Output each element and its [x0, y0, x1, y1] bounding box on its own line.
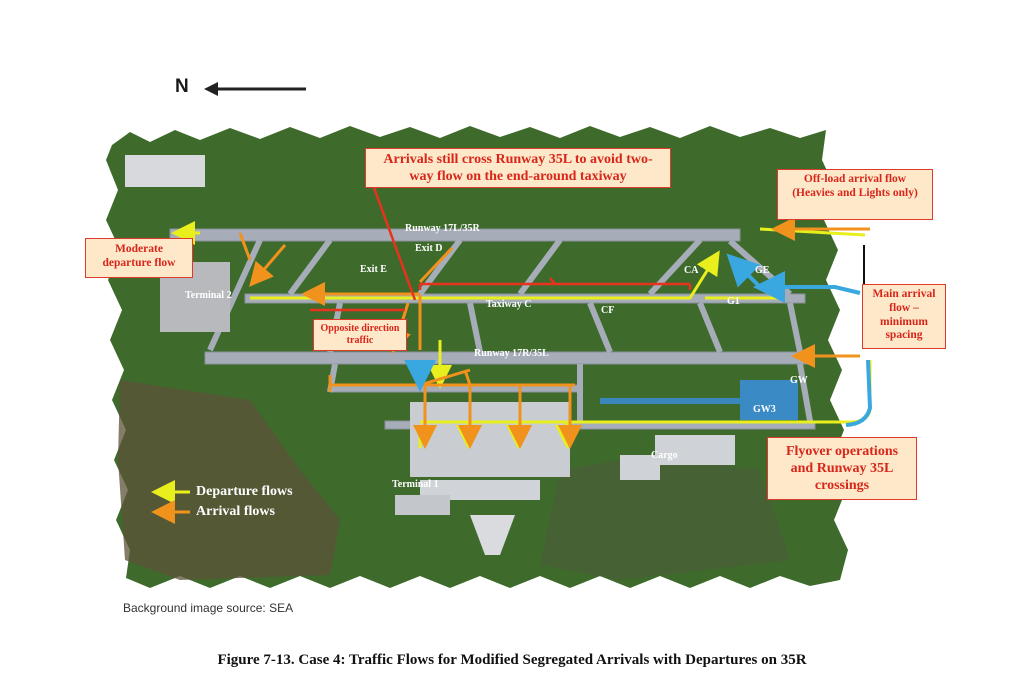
legend-arrival-label: Arrival flows — [196, 504, 275, 519]
label-cf: CF — [601, 305, 615, 316]
callout-offload: Off-load arrival flow (Heavies and Light… — [777, 169, 933, 220]
runway-17l-35r-surface — [169, 228, 741, 242]
label-cargo: Cargo — [651, 450, 678, 461]
label-g1: G1 — [727, 296, 740, 307]
legend-departure-label: Departure flows — [196, 484, 293, 499]
label-ca: CA — [684, 265, 699, 276]
label-gw: GW — [790, 375, 808, 386]
figure-caption: Figure 7-13. Case 4: Traffic Flows for M… — [217, 652, 807, 668]
label-runway-17l-35r: Runway 17L/35R — [405, 223, 480, 234]
label-terminal-1: Terminal 1 — [392, 479, 439, 490]
label-exit-d: Exit D — [415, 243, 443, 254]
callout-arrivals-cross: Arrivals still cross Runway 35L to avoid… — [365, 148, 671, 188]
north-label: N — [175, 76, 189, 97]
callout-flyover: Flyover operations and Runway 35L crossi… — [767, 437, 917, 500]
callout-main-arrival: Main arrival flow – minimum spacing — [862, 284, 946, 349]
callout-opposite-direction: Opposite direction traffic — [313, 319, 407, 351]
taxiway-c-departure-arrow — [250, 250, 720, 300]
label-ge: GE — [755, 265, 770, 276]
north-arrow-icon — [204, 82, 306, 96]
main-arrival-arrow — [845, 359, 873, 427]
callout-moderate-departure: Moderate departure flow — [85, 238, 193, 278]
gw3-holding-area — [740, 380, 798, 420]
label-exit-e: Exit E — [360, 264, 387, 275]
label-taxiway-c: Taxiway C — [486, 299, 532, 310]
image-source-note: Background image source: SEA — [123, 601, 294, 615]
label-runway-17r-35l: Runway 17R/35L — [474, 348, 549, 359]
label-terminal-2: Terminal 2 — [185, 290, 232, 301]
callout-leader-line — [371, 184, 417, 301]
label-gw3: GW3 — [753, 404, 776, 415]
